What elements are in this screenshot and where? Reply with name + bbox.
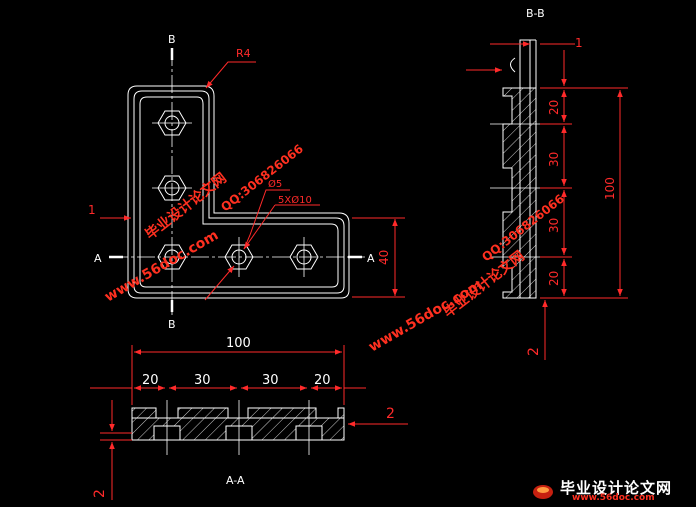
section-bb-view xyxy=(502,39,537,299)
bracket-outline-mid xyxy=(133,90,345,294)
dim-holes: 5XØ10 xyxy=(278,194,312,206)
logo-text-cn: 毕业设计论文网 xyxy=(560,479,673,497)
dim-left-1: 1 xyxy=(88,203,96,217)
section-bb-title: B-B xyxy=(526,7,545,20)
watermark-site-1: www.56doc.com xyxy=(102,227,221,305)
dim-aa-2-left: 2 xyxy=(92,489,108,498)
aa-centerlines xyxy=(166,400,310,455)
front-dimensions xyxy=(100,61,405,301)
dim-aa-20b: 20 xyxy=(314,373,331,388)
dim-aa-30a: 30 xyxy=(194,373,211,388)
dim-bb-2: 2 xyxy=(526,347,542,356)
dim-bb-30b: 30 xyxy=(547,218,561,233)
logo-text-url: www.56doc.com xyxy=(572,493,655,503)
watermark-cn-1: 毕业设计论文网 xyxy=(142,169,230,243)
dim-bb-20a: 20 xyxy=(547,100,561,115)
bracket-outline-inner xyxy=(139,96,339,288)
label-a-left: A xyxy=(94,252,102,265)
label-b-bottom: B xyxy=(168,318,176,331)
logo-globe-icon xyxy=(533,485,553,499)
aa-dimensions xyxy=(90,345,408,500)
dim-aa-2-right: 2 xyxy=(386,406,395,422)
bb-dimensions xyxy=(466,41,628,360)
dim-bb-100: 100 xyxy=(603,177,617,200)
centerlines xyxy=(110,48,365,318)
section-aa-view xyxy=(131,407,345,441)
dim-bb-20b: 20 xyxy=(547,271,561,286)
dim-radius: R4 xyxy=(236,47,251,60)
section-aa-title: A-A xyxy=(226,474,245,487)
bracket-outline-outer xyxy=(127,85,350,299)
dim-aa-100: 100 xyxy=(226,336,251,351)
dim-bb-top-1: 1 xyxy=(575,36,583,50)
label-a-right: A xyxy=(367,252,375,265)
site-logo: 毕业设计论文网 www.56doc.com xyxy=(532,479,690,503)
front-view xyxy=(127,85,350,299)
dim-aa-30b: 30 xyxy=(262,373,279,388)
dim-height-40: 40 xyxy=(377,250,391,265)
label-b-top: B xyxy=(168,33,176,46)
section-markers xyxy=(109,48,362,312)
dim-hole-d5: Ø5 xyxy=(268,178,282,190)
dim-aa-20a: 20 xyxy=(142,373,159,388)
dim-bb-30a: 30 xyxy=(547,152,561,167)
